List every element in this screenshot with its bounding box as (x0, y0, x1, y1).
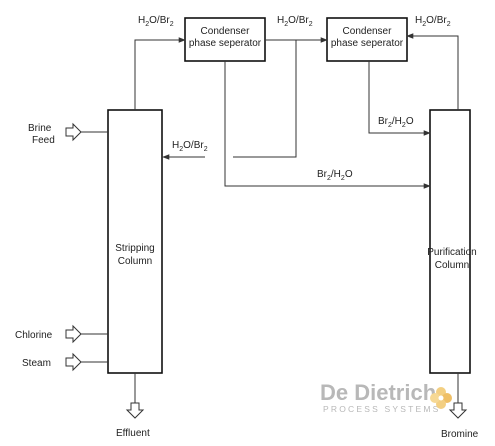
effluent-arrow-icon (125, 402, 145, 419)
stream-label-reflux-to-purification: Br2/H2O (378, 116, 414, 129)
condenser-1-label-line1: Condenser (201, 26, 251, 37)
purification-column-label-line1: Purification (427, 247, 476, 258)
condenser-2-label-line2: phase seperator (331, 38, 404, 49)
condenser-1-label-line2: phase seperator (189, 38, 262, 49)
line-condenser-1-to-purification (224, 61, 431, 189)
condenser-2 (326, 17, 408, 62)
logo-subtitle: PROCESS SYSTEMS (323, 404, 441, 414)
stream-label-vapor-to-condenser-1: H2O/Br2 (138, 15, 174, 28)
stream-label-recycle-to-stripping: H2O/Br2 (172, 140, 208, 153)
bromine-arrow-icon (448, 402, 468, 419)
purification-column (429, 109, 471, 374)
condenser-2-label-line1: Condenser (343, 26, 393, 37)
stream-label-between-condensers: H2O/Br2 (277, 15, 313, 28)
brine-feed-label-line2: Feed (32, 135, 55, 146)
line-recycle-from-condenser-2 (233, 40, 297, 158)
steam-feed-label: Steam (22, 358, 51, 369)
bromine-label: Bromine (441, 429, 479, 440)
logo-name: De Dietrich (320, 380, 436, 405)
line-purification-to-condenser-2 (406, 33, 459, 110)
steam-feed-arrow-icon (65, 352, 82, 372)
chlorine-feed-arrow-icon (65, 324, 82, 344)
stream-label-crude-to-purification: Br2/H2O (317, 169, 353, 182)
stripping-column-label-line2: Column (118, 256, 152, 267)
effluent-label: Effluent (116, 428, 150, 439)
de-dietrich-logo: De Dietrich PROCESS SYSTEMS (320, 380, 452, 414)
purification-column-label-line2: Column (435, 260, 469, 271)
line-condenser-2-reflux (368, 61, 431, 136)
line-stripping-to-condenser-1 (134, 37, 186, 110)
stream-label-vapor-from-purification: H2O/Br2 (415, 15, 451, 28)
flower-logo-icon (430, 387, 452, 409)
brine-feed-arrow-icon (65, 122, 82, 142)
chlorine-feed-label: Chlorine (15, 330, 53, 341)
brine-feed-label-line1: Brine (28, 123, 52, 134)
stripping-column-label-line1: Stripping (115, 243, 154, 254)
stripping-column (107, 109, 163, 374)
